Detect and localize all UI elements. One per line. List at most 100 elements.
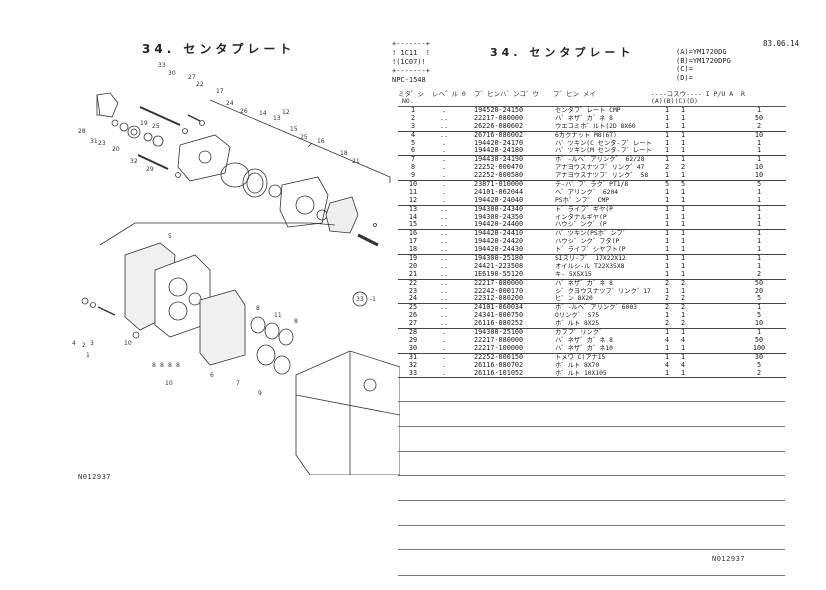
qty-b-cell: 1 <box>680 106 686 114</box>
level-cell: .. <box>439 303 449 312</box>
part-name-cell: ハ゛ネザ゛カ゛ネ 8 <box>555 336 613 344</box>
ref-no-cell: 13 <box>408 204 418 213</box>
svg-text:6: 6 <box>210 372 214 379</box>
svg-text:7: 7 <box>236 380 240 387</box>
qty-a-cell: 2 <box>664 163 670 172</box>
part-number-cell: 23871-010000 <box>474 180 524 189</box>
part-number-cell: 26116-080702 <box>474 360 524 369</box>
npc-code: NPC-1548 <box>392 76 426 84</box>
box-line: +-------+ <box>392 67 430 75</box>
ref-no-cell: 27 <box>408 319 418 328</box>
qty-a-cell: 1 <box>664 113 670 122</box>
blank-rule <box>398 549 785 550</box>
level-cell: .. <box>439 319 449 328</box>
part-name-cell: ホ゛ルト 8X70 <box>555 361 600 369</box>
part-name-cell: ホ゛-ルヘ゛アリンク゛ 62/28 <box>555 156 645 164</box>
qty-b-cell: 1 <box>680 130 686 139</box>
ref-no-cell: 6 <box>410 146 416 155</box>
blank-rule <box>398 475 785 476</box>
qty-a-cell: 4 <box>664 360 670 369</box>
model-list: (A)=YM1720DG (B)=YM1720DPG (C)= (D)= <box>676 48 731 82</box>
qty-b-cell: 2 <box>680 294 686 303</box>
pu-cell: 1 <box>756 187 762 196</box>
svg-text:20: 20 <box>112 146 120 153</box>
ref-no-cell: 32 <box>408 360 418 369</box>
pu-cell: 1 <box>756 303 762 312</box>
ref-no-cell: 19 <box>408 254 418 263</box>
svg-text:4: 4 <box>72 340 76 347</box>
part-number-cell: 24341-000750 <box>474 311 524 320</box>
pu-cell: 10 <box>754 171 764 180</box>
ref-no-cell: 17 <box>408 237 418 246</box>
svg-text:5: 5 <box>168 233 172 240</box>
part-name-cell: オイルシ-ル T22X35X8 <box>555 262 625 270</box>
pu-cell: 5 <box>756 360 762 369</box>
qty-b-cell: 1 <box>680 171 686 180</box>
blank-rule <box>398 426 785 427</box>
part-number-cell: 194420-24410 <box>474 229 524 238</box>
pu-cell: 100 <box>752 343 766 352</box>
qty-b-cell: 2 <box>680 163 686 172</box>
part-name-cell: テ-ハ゜フ゜ラク゛PT1/8 <box>555 181 629 189</box>
qty-b-cell: 5 <box>680 180 686 189</box>
part-number-cell: 22252-000470 <box>474 163 524 172</box>
part-name-cell: ホ゛ルト 8X25 <box>555 320 600 328</box>
qty-b-cell: 1 <box>680 187 686 196</box>
catalog-code-box: +-------+ ! 1C11 ! !(1C07)! +-------+ NP… <box>392 40 430 85</box>
blank-rule <box>398 525 785 526</box>
ref-no-cell: 33 <box>408 368 418 377</box>
level-cell: . <box>441 187 447 196</box>
blank-rule <box>398 451 785 452</box>
ref-no-cell: 12 <box>408 195 418 204</box>
pu-cell: 1 <box>756 261 762 270</box>
pump-assembly-upper <box>96 92 391 247</box>
col-header-qty-sub: (A)(B)(C)(D) <box>651 97 698 105</box>
col-header-qty: ----コスウ---- I P/U A R <box>651 90 745 98</box>
qty-b-cell: 1 <box>680 245 686 254</box>
qty-a-cell: 1 <box>664 155 670 164</box>
ref-no-cell: 25 <box>408 303 418 312</box>
qty-a-cell: 1 <box>664 311 670 320</box>
svg-text:21: 21 <box>352 158 360 165</box>
ref-no-cell: 24 <box>408 294 418 303</box>
qty-b-cell: 1 <box>680 352 686 361</box>
qty-b-cell: 1 <box>680 229 686 238</box>
part-number-cell: 22252-000150 <box>474 352 524 361</box>
ref-no-cell: 29 <box>408 335 418 344</box>
part-name-cell: ハ゛ネザ゛カ゛ネ 8 <box>555 279 613 287</box>
ref-no-cell: 15 <box>408 220 418 229</box>
qty-a-cell: 1 <box>664 261 670 270</box>
pu-cell: 1 <box>756 245 762 254</box>
qty-a-cell: 1 <box>664 171 670 180</box>
svg-text:33: 33 <box>158 62 166 69</box>
svg-text:19: 19 <box>140 120 148 127</box>
part-number-cell: 194420-24400 <box>474 220 524 229</box>
level-cell: .. <box>439 113 449 122</box>
pu-cell: 1 <box>756 229 762 238</box>
level-cell: .. <box>439 121 449 130</box>
level-cell: .. <box>439 130 449 139</box>
part-name-cell: アナヨウスナツフ゜リンク゛ 58 <box>555 172 649 180</box>
svg-text:16: 16 <box>317 138 325 145</box>
level-cell: . <box>441 171 447 180</box>
level-cell: .. <box>439 311 449 320</box>
svg-text:31: 31 <box>90 138 98 145</box>
part-number-cell: 22217-080000 <box>474 335 524 344</box>
part-name-cell: Oリンク゛ S75 <box>555 312 600 320</box>
svg-text:2: 2 <box>82 342 86 349</box>
ref-no-cell: 5 <box>410 138 416 147</box>
qty-b-cell: 1 <box>680 343 686 352</box>
pu-cell: 50 <box>754 278 764 287</box>
qty-b-cell: 1 <box>680 368 686 377</box>
svg-text:33: 33 <box>356 296 364 303</box>
pu-cell: 50 <box>754 335 764 344</box>
svg-text:24: 24 <box>226 100 234 107</box>
